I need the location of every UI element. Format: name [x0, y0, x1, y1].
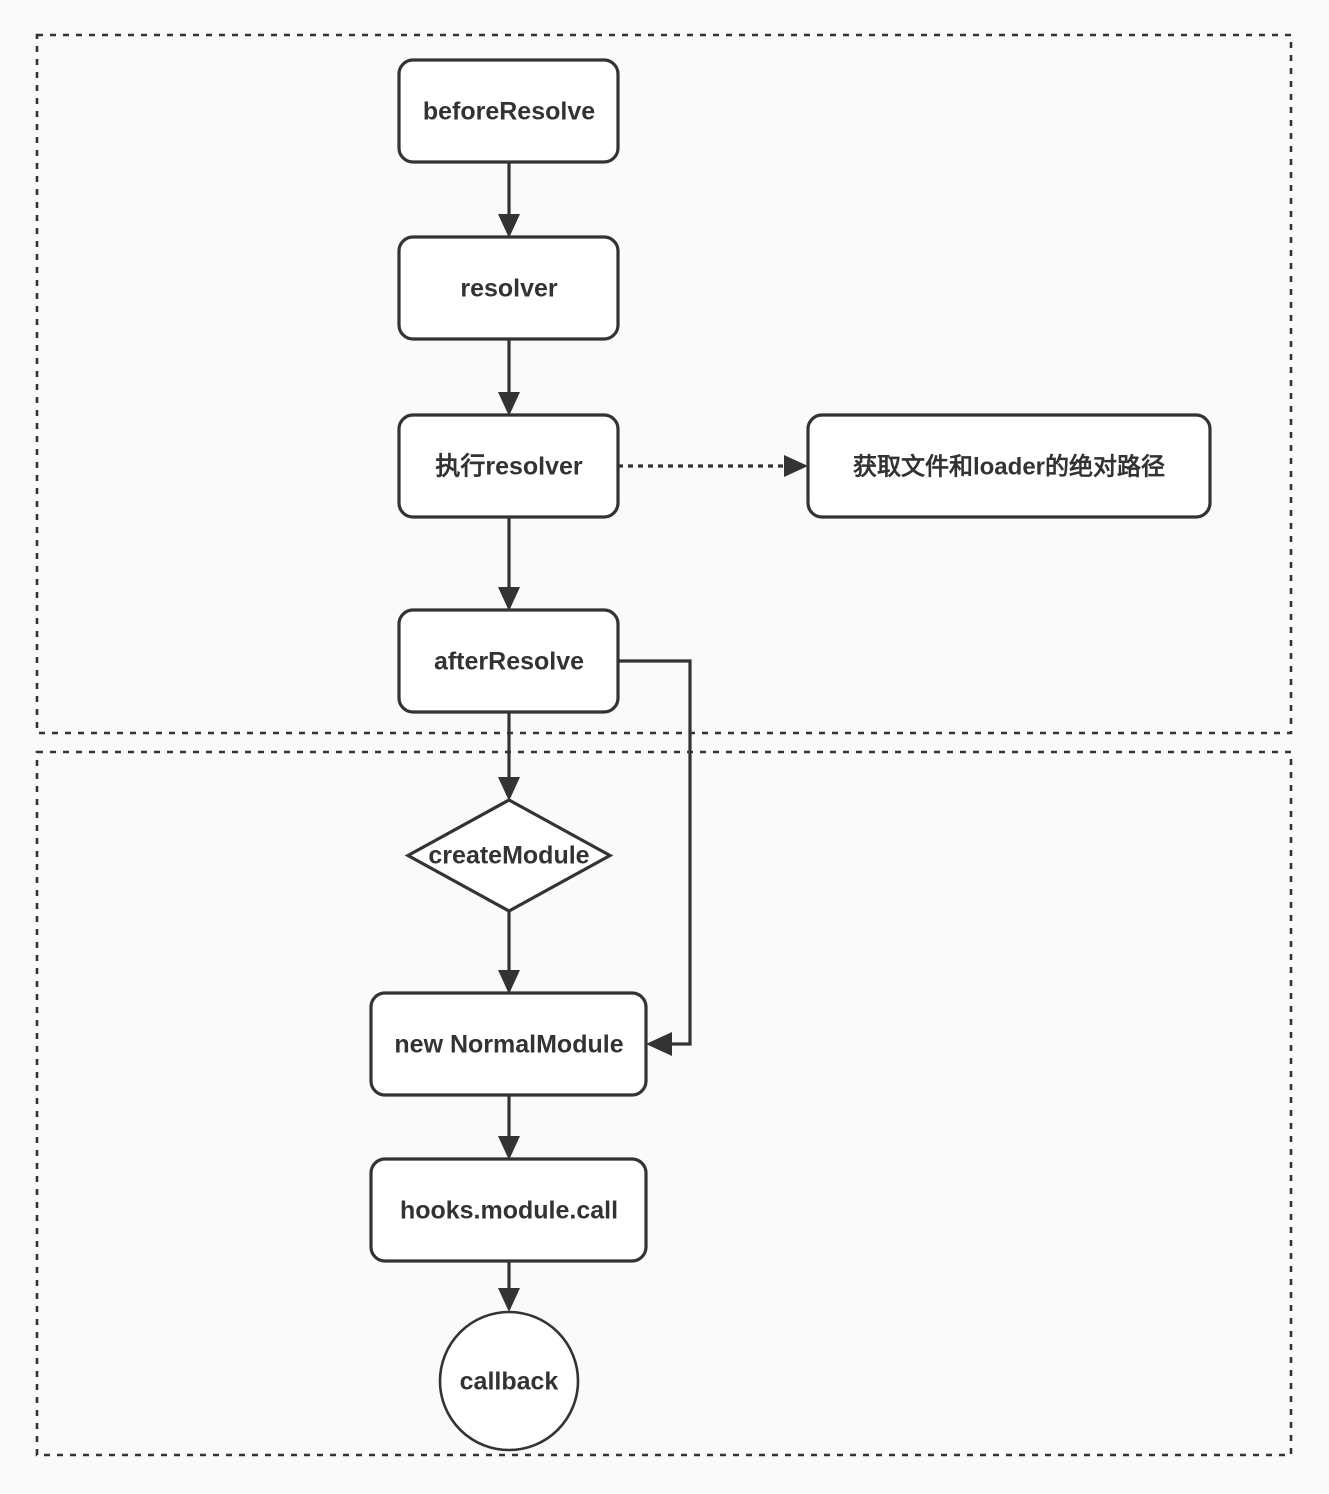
node-resolver-shape[interactable] — [397, 235, 620, 341]
edge-create-module-to-normal-module — [498, 911, 520, 994]
node-create-module-label: createModule — [428, 842, 589, 870]
edge-after-resolve-to-create-module — [498, 712, 520, 801]
edge-hooks-module-call-to-callback — [498, 1261, 520, 1312]
node-resolver[interactable]: resolver — [397, 235, 620, 341]
node-after-resolve-label: afterResolve — [434, 648, 584, 676]
node-absolute-paths-label: 获取文件和loader的绝对路径 — [853, 452, 1165, 480]
edge-beforeresolve-to-resolver — [498, 162, 520, 238]
node-hooks-module-call-label: hooks.module.call — [400, 1197, 618, 1225]
resolve-phase-group — [35, 33, 1293, 735]
edge-exec-resolver-to-after-resolve — [498, 517, 520, 611]
node-new-normal-module-label: new NormalModule — [394, 1031, 623, 1059]
node-exec-resolver[interactable]: 执行resolver — [397, 413, 620, 519]
module-creation-phase-group — [35, 750, 1293, 1457]
edge-normal-module-to-hooks-module-call — [498, 1095, 520, 1160]
node-after-resolve-shape[interactable] — [397, 608, 620, 714]
node-callback[interactable]: callback — [438, 1310, 580, 1452]
node-hooks-module-call[interactable]: hooks.module.call — [369, 1157, 648, 1263]
node-hooks-module-call-shape[interactable] — [369, 1157, 648, 1263]
node-before-resolve[interactable]: beforeResolve — [397, 58, 620, 164]
edge-exec-resolver-to-absolute-paths — [618, 455, 808, 477]
node-new-normal-module-shape[interactable] — [369, 991, 648, 1097]
node-new-normal-module[interactable]: new NormalModule — [369, 991, 648, 1097]
edge-after-resolve-loop-to-normal-module — [618, 659, 692, 1056]
node-exec-resolver-label: 执行resolver — [435, 453, 583, 481]
node-callback-label: callback — [460, 1368, 559, 1396]
node-absolute-paths[interactable]: 获取文件和loader的绝对路径 — [806, 413, 1212, 519]
node-before-resolve-shape[interactable] — [397, 58, 620, 164]
node-callback-shape[interactable] — [438, 1310, 580, 1452]
node-before-resolve-label: beforeResolve — [423, 98, 595, 126]
node-absolute-paths-shape[interactable] — [806, 413, 1212, 519]
node-exec-resolver-shape[interactable] — [397, 413, 620, 519]
node-create-module[interactable]: createModule — [404, 798, 614, 913]
node-after-resolve[interactable]: afterResolve — [397, 608, 620, 714]
node-resolver-label: resolver — [460, 275, 558, 303]
node-create-module-shape[interactable] — [404, 798, 614, 913]
edge-resolver-to-exec-resolver — [498, 339, 520, 416]
